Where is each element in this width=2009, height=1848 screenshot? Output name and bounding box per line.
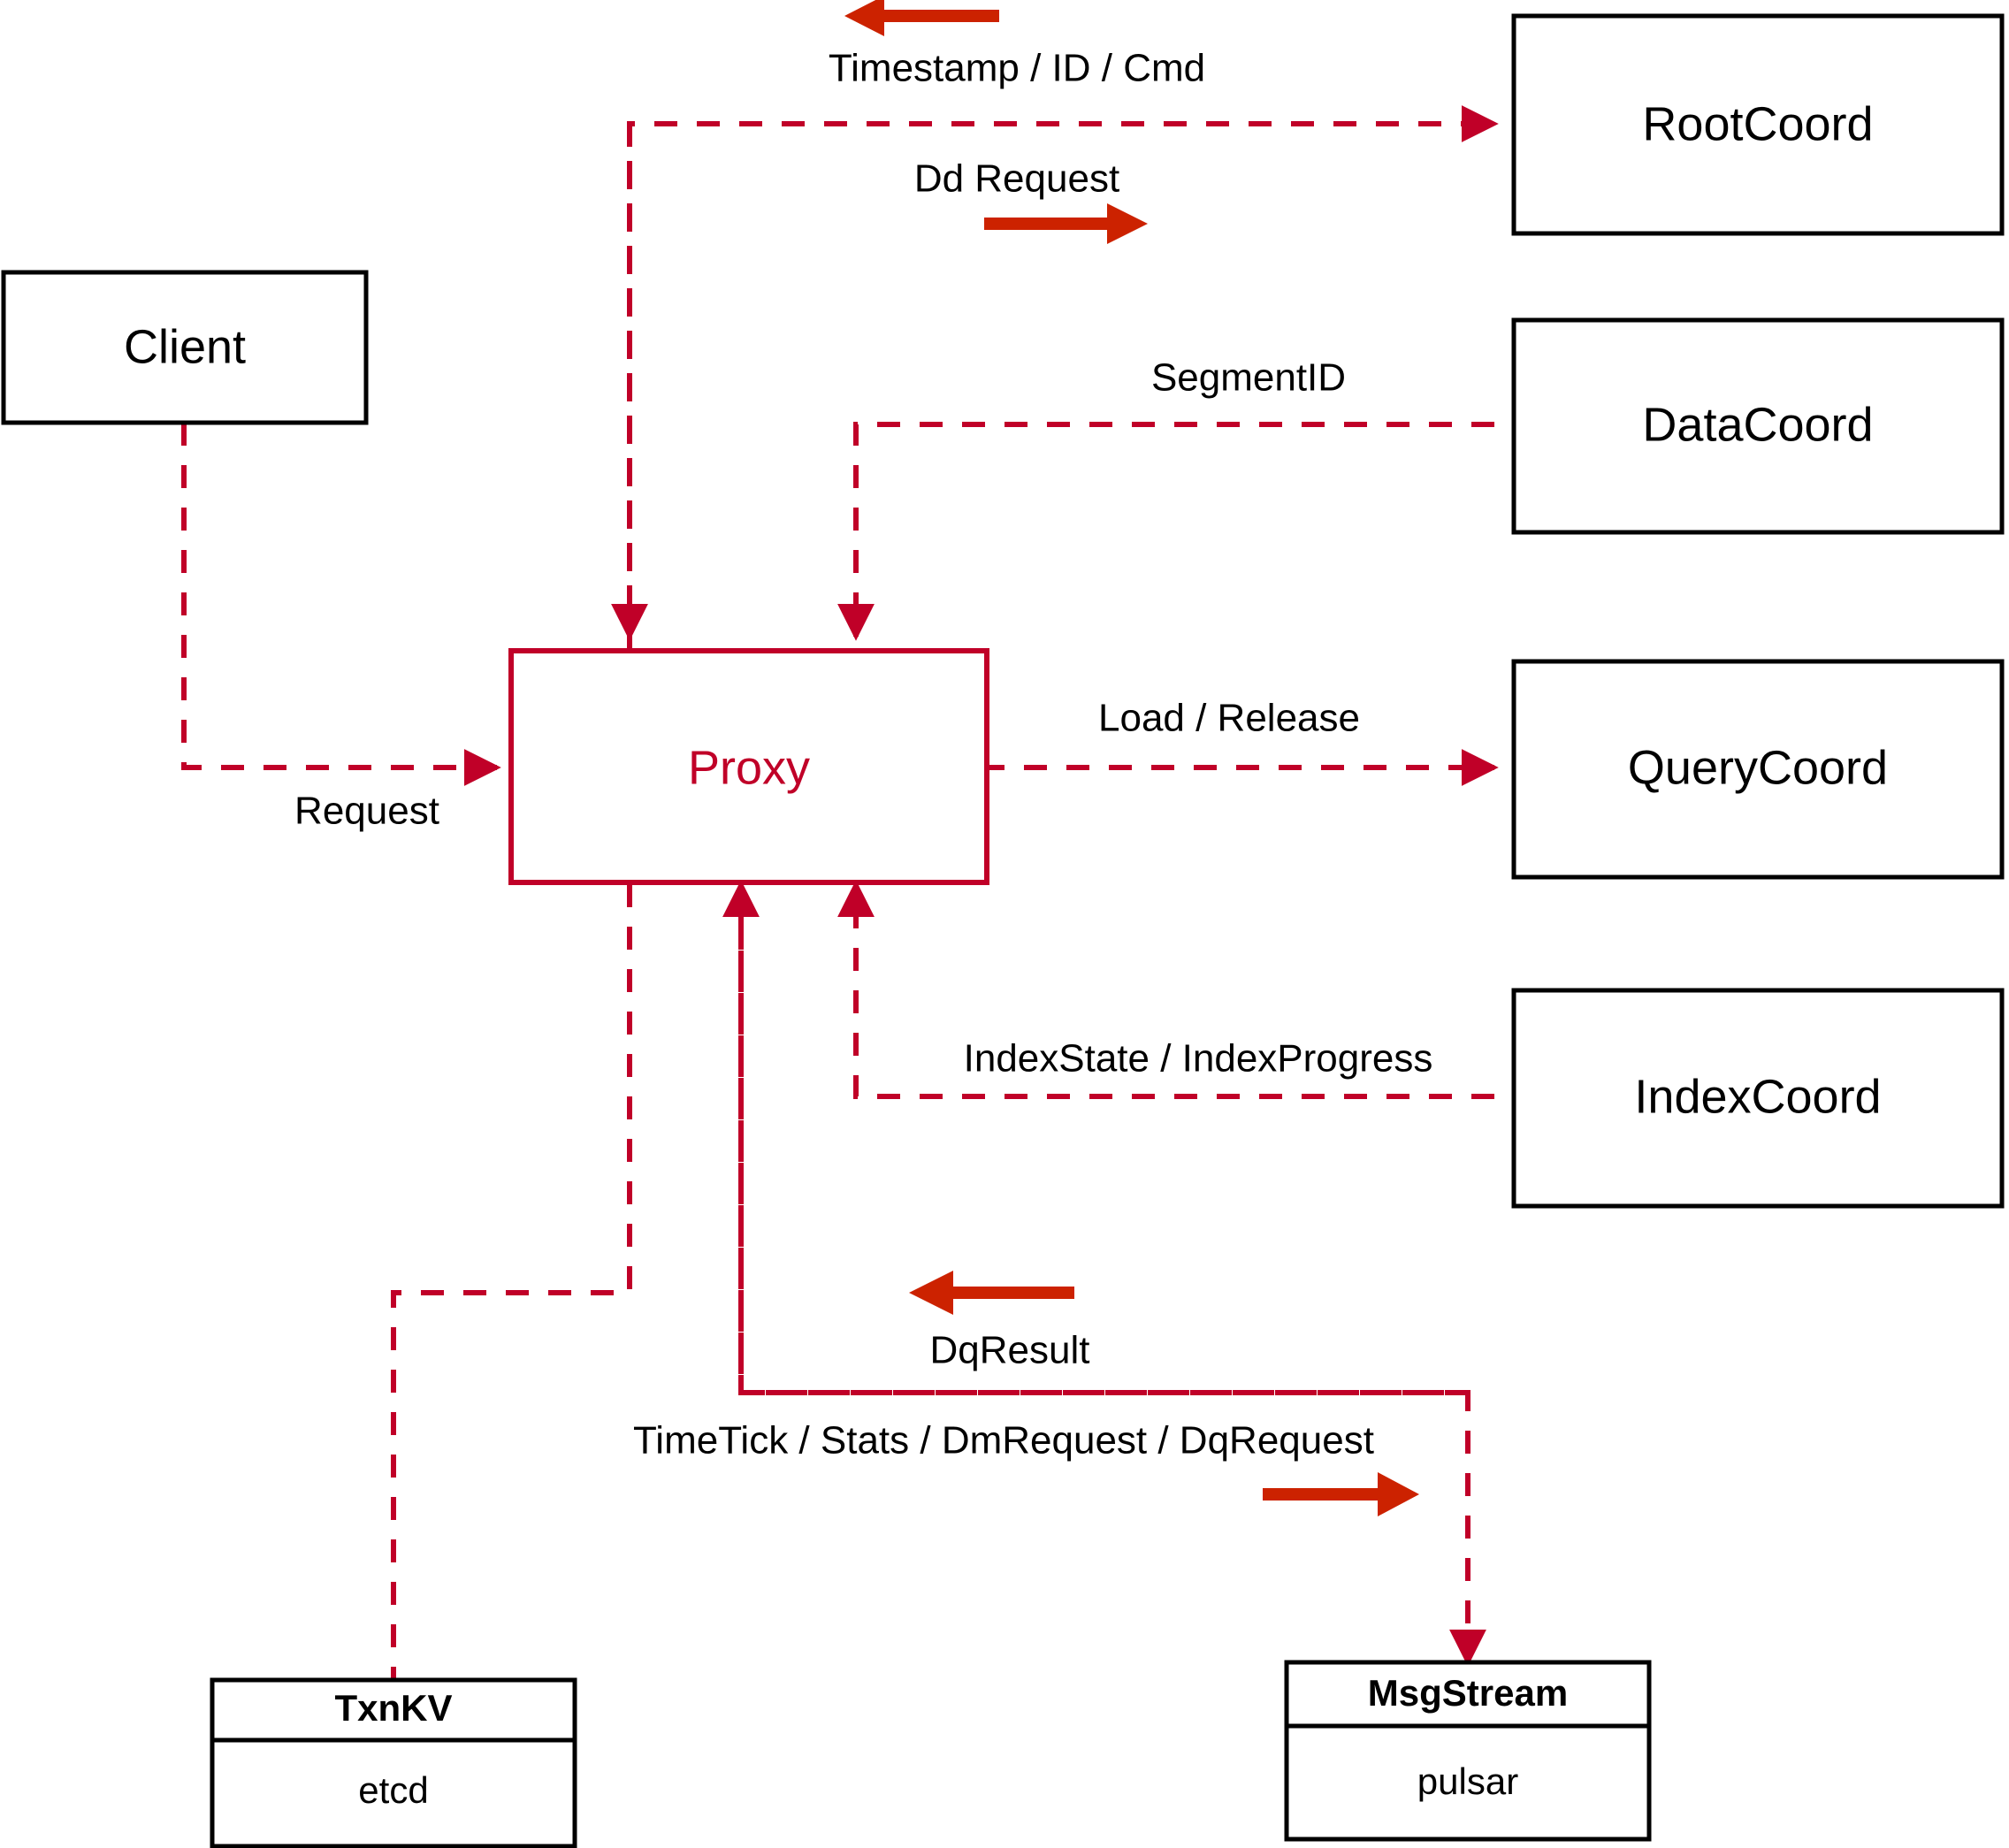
edge-label-dqresult: DqResult (909, 1271, 1089, 1372)
edge-datacoord-proxy (837, 422, 1494, 641)
node-msgstream-title: MsgStream (1368, 1672, 1568, 1714)
node-txnkv-body: etcd (358, 1769, 428, 1811)
edge-label-request: Request (294, 790, 439, 833)
node-msgstream[interactable]: MsgStream pulsar (1284, 1660, 1652, 1842)
node-datacoord-label: DataCoord (1642, 398, 1873, 451)
edge-label-dqresult-text: DqResult (930, 1329, 1090, 1372)
node-txnkv-title: TxnKV (334, 1687, 452, 1729)
node-querycoord-label: QueryCoord (1628, 741, 1888, 794)
node-client[interactable]: Client (1, 270, 369, 425)
edge-proxy-txnkv (391, 884, 632, 1680)
edge-label-timestamp-text: Timestamp / ID / Cmd (829, 47, 1205, 90)
node-rootcoord[interactable]: RootCoord (1511, 13, 2005, 236)
edge-label-timestamp-id-cmd: Timestamp / ID / Cmd (829, 0, 1205, 90)
node-datacoord[interactable]: DataCoord (1511, 317, 2005, 535)
edge-msgstream-proxy-dqresult (722, 880, 1468, 1395)
edge-label-timetick-stats: TimeTick / Stats / DmRequest / DqRequest (633, 1419, 1419, 1516)
edge-label-load-release: Load / Release (1098, 697, 1360, 740)
node-querycoord[interactable]: QueryCoord (1511, 659, 2005, 880)
edge-label-index-state-progress: IndexState / IndexProgress (964, 1037, 1433, 1081)
node-client-label: Client (124, 320, 246, 373)
node-txnkv[interactable]: TxnKV etcd (210, 1677, 577, 1848)
node-rootcoord-label: RootCoord (1642, 97, 1873, 150)
edge-client-proxy (181, 423, 501, 786)
edge-label-dd-request: Dd Request (914, 157, 1148, 244)
node-indexcoord[interactable]: IndexCoord (1511, 988, 2005, 1209)
edge-label-dd-request-text: Dd Request (914, 157, 1119, 201)
node-indexcoord-label: IndexCoord (1634, 1070, 1881, 1123)
edge-proxy-msgstream (738, 884, 1486, 1667)
node-msgstream-body: pulsar (1417, 1760, 1518, 1802)
edge-label-segmentid: SegmentID (1151, 356, 1346, 400)
edge-label-timetick-text: TimeTick / Stats / DmRequest / DqRequest (633, 1419, 1374, 1462)
node-proxy-label: Proxy (688, 741, 810, 794)
edge-indexcoord-proxy (837, 880, 1494, 1099)
edge-proxy-rootcoord (627, 105, 1499, 651)
node-proxy[interactable]: Proxy (508, 648, 989, 885)
